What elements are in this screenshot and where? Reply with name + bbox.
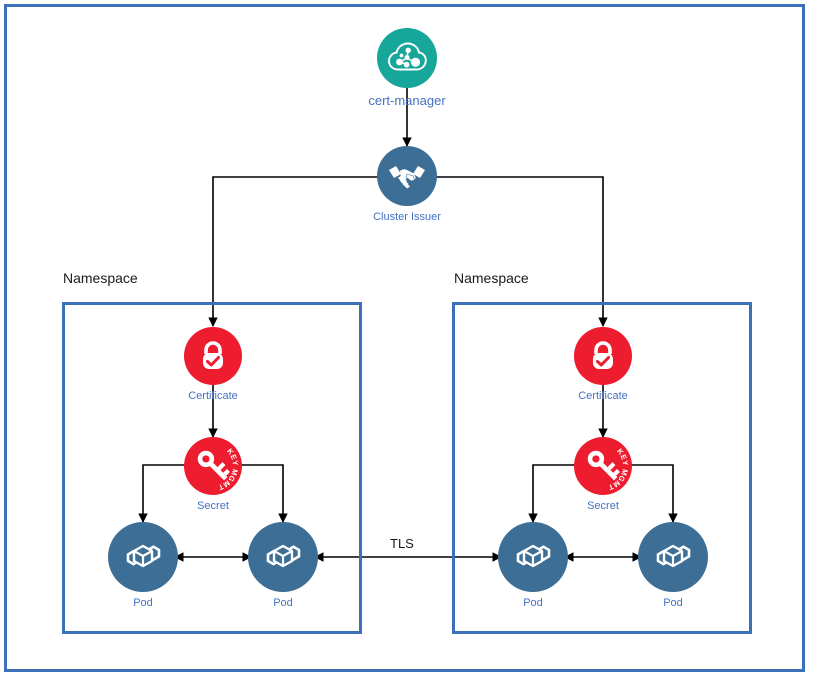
- cert-manager-label: cert-manager: [368, 93, 446, 108]
- pod-left-1-label: Pod: [133, 597, 153, 609]
- namespace-label-right: Namespace: [454, 270, 529, 286]
- pod-right-1-bubble: [498, 522, 568, 592]
- secret-right-label: Secret: [587, 500, 619, 512]
- pod-left-1-bubble: [108, 522, 178, 592]
- node-secret-right[interactable]: KEY MGMT Secret: [574, 437, 632, 512]
- cluster-issuer-label: Cluster Issuer: [373, 211, 441, 223]
- certificate-left-label: Certificate: [188, 390, 238, 402]
- padlock-check-icon: [203, 341, 223, 369]
- pod-left-2-bubble: [248, 522, 318, 592]
- pod-left-2-label: Pod: [273, 597, 293, 609]
- certificate-right-bubble: [574, 327, 632, 385]
- pod-cube-icon: [266, 544, 301, 568]
- padlock-check-icon: [593, 341, 613, 369]
- namespace-label-left: Namespace: [63, 270, 138, 286]
- namespace-box-left: [62, 302, 362, 634]
- pod-cube-icon: [516, 544, 551, 568]
- key-icon: KEY MGMT: [587, 447, 630, 492]
- secret-right-bubble: KEY MGMT: [574, 437, 632, 495]
- node-secret-left[interactable]: KEY MGMT Secret: [184, 437, 242, 512]
- handshake-icon: [389, 166, 425, 189]
- cluster-issuer-bubble: [377, 146, 437, 206]
- pod-right-2-bubble: [638, 522, 708, 592]
- secret-left-label: Secret: [197, 500, 229, 512]
- node-certificate-right[interactable]: Certificate: [574, 327, 632, 402]
- pod-cube-icon: [126, 544, 161, 568]
- node-cert-manager[interactable]: cert-manager: [368, 28, 446, 108]
- cloud-network-icon: [388, 42, 427, 71]
- node-cluster-issuer[interactable]: Cluster Issuer: [373, 146, 441, 223]
- node-certificate-left[interactable]: Certificate: [184, 327, 242, 402]
- tls-edge-label: TLS: [386, 536, 418, 551]
- node-pod-right-1[interactable]: Pod: [498, 522, 568, 609]
- diagram-outer-frame: [4, 4, 805, 672]
- node-pod-right-2[interactable]: Pod: [638, 522, 708, 609]
- key-icon: KEY MGMT: [197, 447, 240, 492]
- cert-manager-bubble: [377, 28, 437, 88]
- secret-left-bubble: KEY MGMT: [184, 437, 242, 495]
- namespace-box-right: [452, 302, 752, 634]
- node-pod-left-1[interactable]: Pod: [108, 522, 178, 609]
- node-pod-left-2[interactable]: Pod: [248, 522, 318, 609]
- certificate-right-label: Certificate: [578, 390, 628, 402]
- pod-right-1-label: Pod: [523, 597, 543, 609]
- pod-right-2-label: Pod: [663, 597, 683, 609]
- certificate-left-bubble: [184, 327, 242, 385]
- pod-cube-icon: [656, 544, 691, 568]
